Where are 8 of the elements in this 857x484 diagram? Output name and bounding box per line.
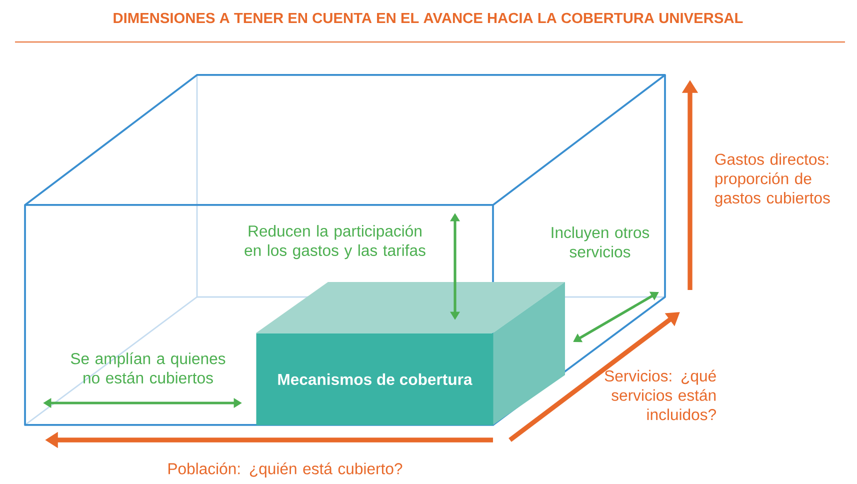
axis-label: Servicios: ¿qué servicios están incluidos? xyxy=(604,370,716,420)
axis-label: Gastos directos: proporción de gastos cubiertos xyxy=(715,153,830,207)
annotation-text: Incluyen otros servicios xyxy=(552,226,650,258)
annotation-text: Reducen la participación en los gastos y las tarifas xyxy=(244,224,426,260)
annotation-text: Se amplían a quienes no están cubiertos xyxy=(70,352,226,384)
coverage-block: Mecanismos de cobertura xyxy=(256,282,565,426)
title: DIMENSIONES A TENER EN CUENTA EN EL AVANCE HACIA LA COBERTURA UNIVERSAL xyxy=(114,12,743,24)
axis-label: Población: ¿quién está cubierto? xyxy=(168,462,402,478)
